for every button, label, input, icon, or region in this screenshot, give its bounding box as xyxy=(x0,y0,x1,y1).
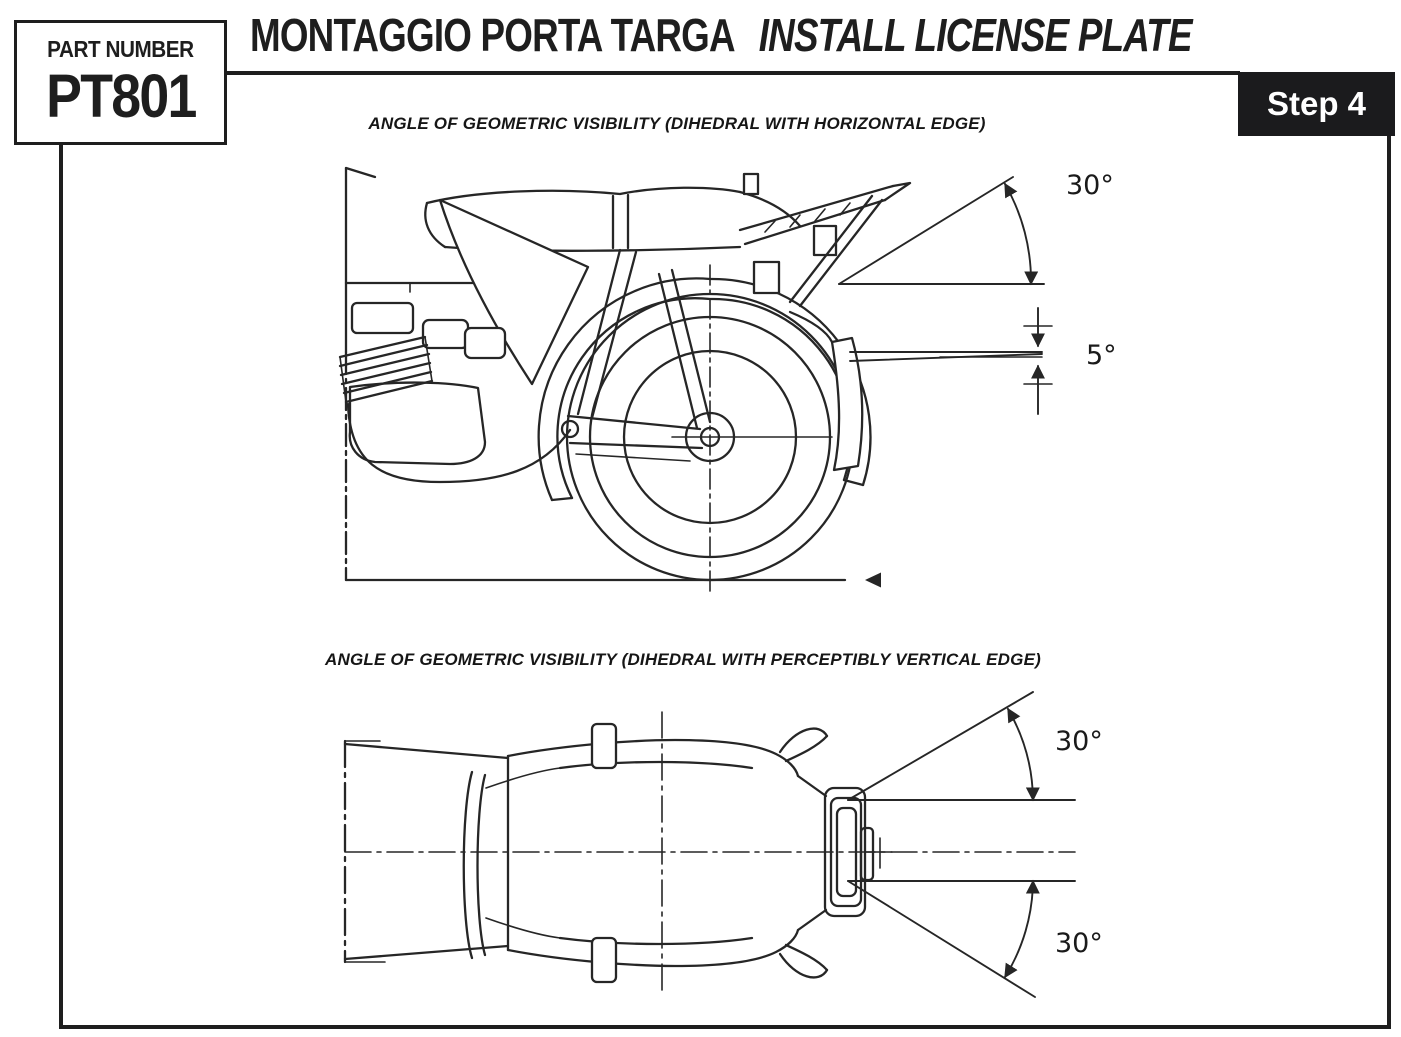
baseline-arrowhead xyxy=(865,572,881,588)
footpegs xyxy=(590,722,618,984)
rear-wheel xyxy=(565,264,855,596)
frame-border-bottom xyxy=(59,1025,1391,1029)
frame-border-top xyxy=(227,71,1240,75)
top-view-guides xyxy=(343,711,1076,993)
swingarm xyxy=(560,414,704,462)
page-title: MONTAGGIO PORTA TARGA INSTALL LICENSE PL… xyxy=(250,6,1193,64)
top-view-diagram-svg: 30° 30° xyxy=(343,691,1103,998)
lower-angle-annotation: 5° xyxy=(849,307,1117,415)
frame-border-left xyxy=(59,145,63,1025)
side-view-lower-angle-label: 5° xyxy=(1086,340,1117,371)
frame-tubes xyxy=(576,248,638,420)
engine xyxy=(346,301,572,484)
exhaust-pipes xyxy=(338,335,434,404)
side-view-reference-frame xyxy=(344,166,881,588)
bottom-fan-annotation: 30° xyxy=(847,879,1103,998)
rear-grab-rails xyxy=(778,727,829,979)
mudflap xyxy=(830,336,864,472)
frame-border-right xyxy=(1387,72,1391,1029)
upper-angle-annotation: 30° xyxy=(838,170,1114,286)
side-view-upper-angle-label: 30° xyxy=(1066,170,1114,201)
motorcycle-body-top xyxy=(485,738,828,968)
title-italian: MONTAGGIO PORTA TARGA xyxy=(250,9,736,61)
part-number-value: PT801 xyxy=(45,61,197,130)
front-section xyxy=(343,742,510,961)
side-view-caption: ANGLE OF GEOMETRIC VISIBILITY (DIHEDRAL … xyxy=(368,114,986,133)
top-view-lower-angle-label: 30° xyxy=(1055,928,1103,959)
top-view-caption: ANGLE OF GEOMETRIC VISIBILITY (DIHEDRAL … xyxy=(325,650,1041,669)
tail-rack xyxy=(738,172,912,344)
part-number-box: PART NUMBER PT801 xyxy=(14,20,227,145)
side-view-diagram-svg: 30° 5° xyxy=(338,166,1117,596)
part-number-label: PART NUMBER xyxy=(47,36,194,63)
step-badge: Step 4 xyxy=(1238,72,1395,136)
top-fan-annotation: 30° xyxy=(847,691,1103,802)
title-english: INSTALL LICENSE PLATE xyxy=(758,9,1193,61)
side-panel xyxy=(438,198,590,386)
license-plate-bracket xyxy=(823,786,893,918)
shock-strut xyxy=(657,268,712,430)
top-view-upper-angle-label: 30° xyxy=(1055,726,1103,757)
